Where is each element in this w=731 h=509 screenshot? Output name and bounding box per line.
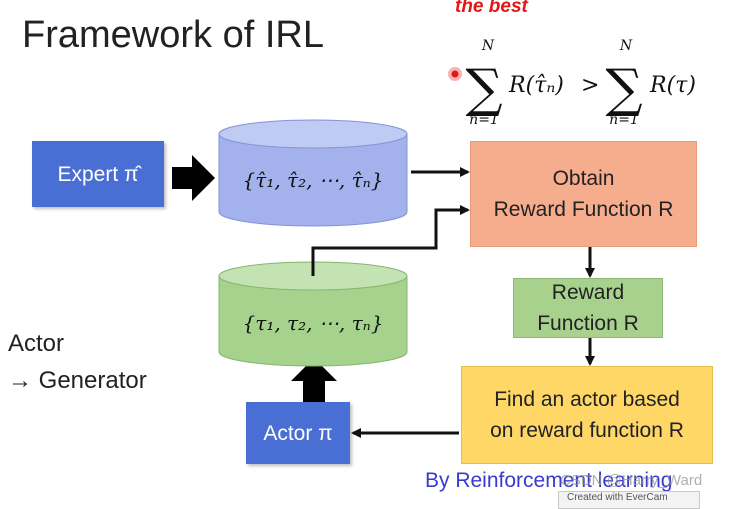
- actor-label-line-1: Actor: [8, 330, 65, 357]
- slide-title: Framework of IRL: [22, 14, 324, 56]
- rhs-lower-limit: n=1: [609, 112, 639, 128]
- inequality-operator: >: [581, 73, 599, 98]
- actor-box: Actor π: [246, 402, 350, 464]
- find-line-2: on reward function R: [490, 419, 684, 442]
- lhs-term: R(τ̂ₙ): [508, 73, 564, 98]
- rhs-sum-icon: ∑: [605, 59, 642, 119]
- lhs-lower-limit: n=1: [469, 112, 499, 128]
- expert-to-data-arrow-icon: [172, 155, 215, 201]
- reward-function-box: Reward Function R: [513, 278, 663, 338]
- find-line-1: Find an actor based: [494, 388, 680, 411]
- by-rl-caption: By Reinforcement learning: [425, 469, 673, 492]
- actor-label-line-2: → Generator: [8, 367, 147, 394]
- actor-generator-label: Actor → Generator: [8, 325, 147, 399]
- laser-pointer-icon: [448, 67, 462, 81]
- actor-to-data-arrow-icon: [291, 358, 337, 402]
- rhs-upper-limit: N: [619, 38, 633, 54]
- reward-line-2: Function R: [537, 312, 639, 335]
- lhs-upper-limit: N: [481, 38, 495, 54]
- expert-trajectories-cylinder: {τ̂₁, τ̂₂, ⋯, τ̂ₙ}: [218, 119, 408, 227]
- actor-trajectories-cylinder: {τ₁, τ₂, ⋯, τₙ}: [218, 261, 408, 367]
- obtain-line-2: Reward Function R: [493, 198, 674, 221]
- watermark-text: CSDN @Harry_Ward: [560, 472, 703, 489]
- reward-line-1: Reward: [551, 281, 625, 304]
- obtain-reward-box: Obtain Reward Function R: [470, 141, 697, 247]
- lhs-sum-icon: ∑: [465, 59, 502, 119]
- expert-box: Expert π̂: [32, 141, 164, 207]
- expert-trajectories-label: {τ̂₁, τ̂₂, ⋯, τ̂ₙ}: [243, 168, 384, 192]
- the-best-text: the best: [455, 0, 528, 17]
- actor-data-to-obtain-arrow: [311, 205, 470, 276]
- find-actor-box: Find an actor based on reward function R: [461, 366, 713, 464]
- obtain-line-1: Obtain: [552, 167, 615, 190]
- rhs-term: R(τ): [649, 73, 696, 98]
- inequality-formula: N ∑ n=1 R(τ̂ₙ) > N ∑ n=1 R(τ): [465, 38, 695, 128]
- actor-trajectories-label: {τ₁, τ₂, ⋯, τₙ}: [243, 311, 384, 335]
- recorder-bar: Created with EverCam: [558, 491, 700, 509]
